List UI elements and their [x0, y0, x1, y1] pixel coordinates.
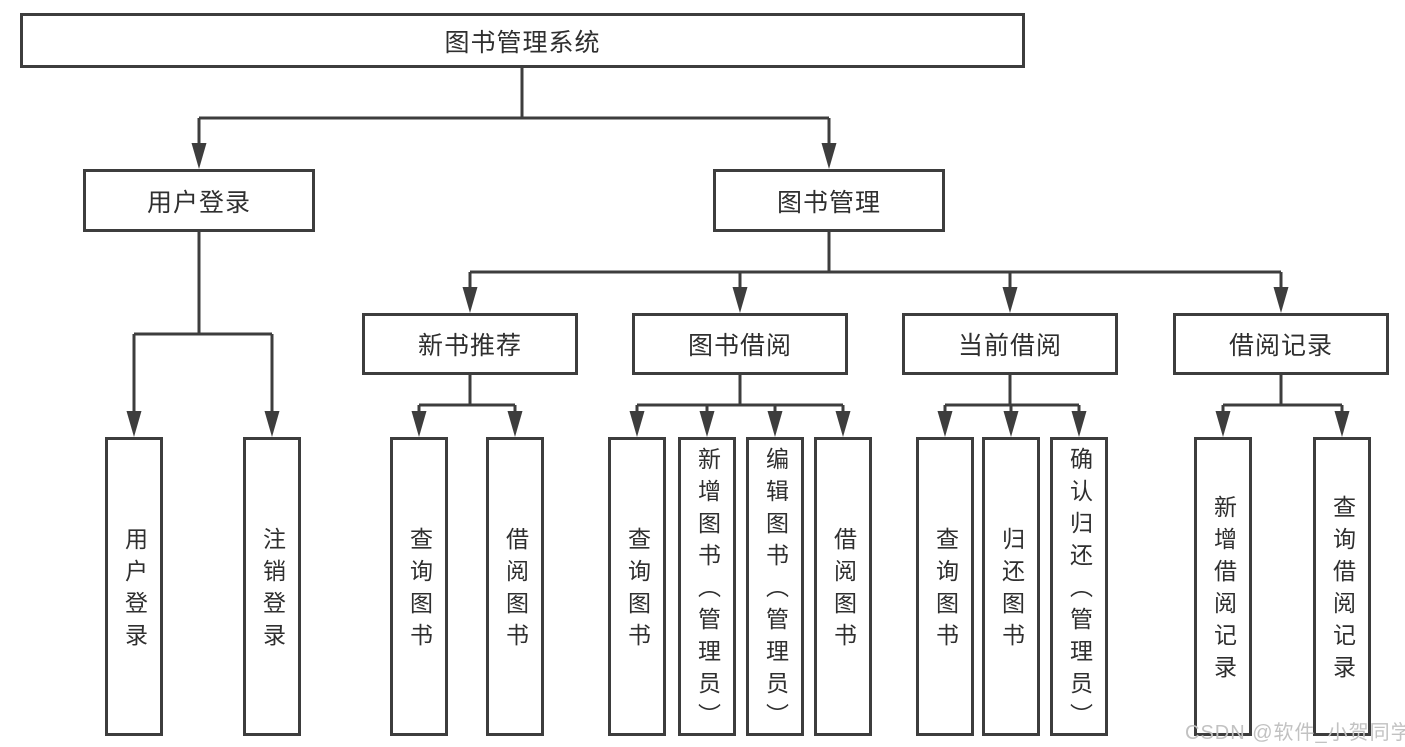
csdn-watermark: CSDN @软件_小贺同学 [1185, 722, 1405, 744]
node-book-management: 图书管理 [713, 169, 945, 232]
leaf-query-books-current: 查询图书 [916, 437, 974, 736]
node-label: 用户登录 [146, 188, 251, 217]
leaf-label: 新增借阅记录 [1210, 495, 1237, 687]
arrowhead-icon [1273, 287, 1289, 313]
leaf-label: 查询图书 [624, 527, 651, 655]
node-label: 新书推荐 [417, 332, 522, 360]
leaf-confirm-return-admin: 确认归还（管理员） [1050, 437, 1108, 736]
node-current-borrow: 当前借阅 [902, 313, 1118, 375]
arrowhead-icon [1071, 411, 1087, 437]
leaf-label: 注销登录 [259, 527, 286, 655]
arrowhead-icon [937, 411, 953, 437]
node-label: 图书借阅 [687, 332, 792, 360]
arrowhead-icon [835, 411, 851, 437]
leaf-label: 查询图书 [406, 527, 433, 655]
connector-root-to-level2 [197, 68, 831, 145]
arrowhead-icon [821, 143, 837, 169]
node-borrow-records: 借阅记录 [1173, 313, 1389, 375]
connector-borrow-records-to-leaves [1221, 375, 1344, 413]
leaf-label: 查询借阅记录 [1329, 495, 1356, 687]
leaf-label: 用户登录 [121, 527, 148, 655]
leaf-label: 编辑图书（管理员） [762, 447, 789, 735]
leaf-label: 确认归还（管理员） [1066, 447, 1093, 735]
connector-current-borrow-to-leaves [943, 375, 1081, 413]
arrowhead-icon [1215, 411, 1231, 437]
arrowhead-icon [191, 143, 207, 169]
arrowhead-icon [732, 287, 748, 313]
leaf-edit-book-admin: 编辑图书（管理员） [746, 437, 804, 736]
leaf-label: 借阅图书 [830, 527, 857, 655]
leaf-query-books-borrow: 查询图书 [608, 437, 666, 736]
node-new-book-recommend: 新书推荐 [362, 313, 578, 375]
leaf-return-book: 归还图书 [982, 437, 1040, 736]
node-label: 借阅记录 [1228, 332, 1333, 360]
leaf-label: 借阅图书 [502, 527, 529, 655]
node-label: 当前借阅 [957, 332, 1062, 360]
node-book-borrow: 图书借阅 [632, 313, 848, 375]
arrowhead-icon [1334, 411, 1350, 437]
node-root-book-management-system: 图书管理系统 [20, 13, 1025, 68]
leaf-add-borrow-record: 新增借阅记录 [1194, 437, 1252, 736]
arrowhead-icon [126, 411, 142, 437]
leaf-query-borrow-record: 查询借阅记录 [1313, 437, 1371, 736]
arrowhead-icon [1003, 411, 1019, 437]
leaf-borrow-books-recommend: 借阅图书 [486, 437, 544, 736]
leaf-query-books-recommend: 查询图书 [390, 437, 448, 736]
arrowhead-icon [629, 411, 645, 437]
leaf-logout: 注销登录 [243, 437, 301, 736]
leaf-label: 归还图书 [998, 527, 1025, 655]
leaf-user-login: 用户登录 [105, 437, 163, 736]
leaf-label: 新增图书（管理员） [694, 447, 721, 735]
node-user-login: 用户登录 [83, 169, 315, 232]
arrowhead-icon [767, 411, 783, 437]
node-label: 图书管理系统 [444, 28, 601, 57]
connector-user-login-to-leaves [132, 232, 274, 413]
connector-book-management-to-groups [468, 232, 1283, 289]
connector-book-borrow-to-leaves [635, 375, 845, 413]
connector-new-book-recommend-to-leaves [417, 375, 517, 413]
leaf-label: 查询图书 [932, 527, 959, 655]
arrowhead-icon [462, 287, 478, 313]
leaf-borrow-books: 借阅图书 [814, 437, 872, 736]
arrowhead-icon [411, 411, 427, 437]
leaf-add-book-admin: 新增图书（管理员） [678, 437, 736, 736]
node-label: 图书管理 [776, 188, 881, 217]
arrowhead-icon [264, 411, 280, 437]
arrowhead-icon [1002, 287, 1018, 313]
arrowhead-icon [507, 411, 523, 437]
arrowhead-icon [699, 411, 715, 437]
